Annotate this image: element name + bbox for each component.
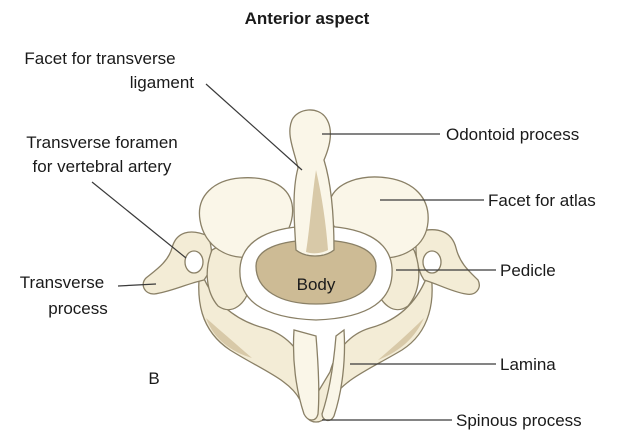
label-transverse-foramen-line2: for vertebral artery bbox=[33, 157, 172, 176]
label-transverse-process-line2: process bbox=[48, 299, 108, 318]
label-facet-transverse-ligament-line1: Facet for transverse bbox=[24, 49, 175, 68]
label-transverse-process-line1: Transverse bbox=[20, 273, 104, 292]
spinous-process-shape-right bbox=[322, 330, 345, 420]
diagram-title: Anterior aspect bbox=[245, 9, 370, 28]
figure-letter: B bbox=[148, 369, 159, 388]
label-body: Body bbox=[297, 275, 336, 294]
leader-facet-transverse-ligament bbox=[206, 84, 302, 170]
leader-transverse-foramen bbox=[92, 182, 186, 258]
label-pedicle: Pedicle bbox=[500, 261, 556, 280]
label-transverse-foramen-line1: Transverse foramen bbox=[26, 133, 177, 152]
vertebra-illustration bbox=[143, 110, 479, 422]
transverse-foramen-left bbox=[185, 251, 203, 273]
label-spinous-process: Spinous process bbox=[456, 411, 582, 430]
label-facet-for-atlas: Facet for atlas bbox=[488, 191, 596, 210]
label-facet-transverse-ligament-line2: ligament bbox=[130, 73, 195, 92]
spinous-process-shape bbox=[293, 330, 318, 420]
label-odontoid-process: Odontoid process bbox=[446, 125, 579, 144]
label-lamina: Lamina bbox=[500, 355, 556, 374]
